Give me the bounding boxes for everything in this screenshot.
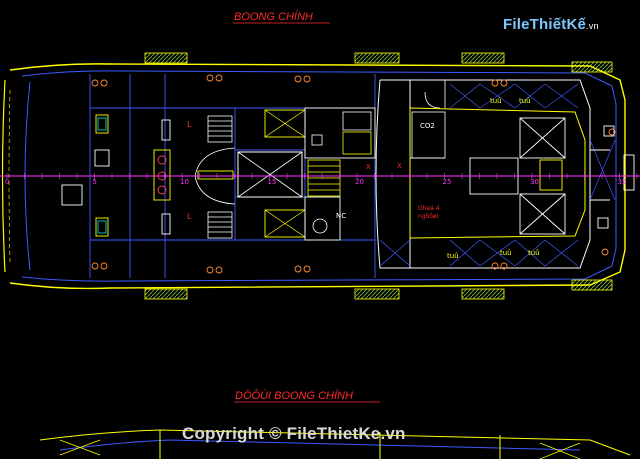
frame-label-20: 20 — [355, 178, 364, 186]
watermark-logo-suffix: .vn — [586, 21, 599, 31]
copyright-watermark: Copyright © FileThietKe.vn — [182, 424, 406, 443]
deck-fittings-bottom — [144, 279, 613, 300]
aft-bracing — [379, 83, 616, 267]
marker-l-top: L — [187, 120, 192, 129]
frame-label-35: 35 — [618, 178, 627, 186]
frame-label-0: 0 — [5, 178, 9, 186]
lower-deck-outline — [39, 429, 631, 459]
red-markers: L L X X — [187, 120, 402, 221]
central-rooms — [237, 107, 376, 241]
marker-l-bottom: L — [187, 212, 192, 221]
frame-label-25: 25 — [443, 178, 452, 186]
bollards — [91, 74, 616, 274]
frame-number-labels: 0 5 10 15 20 25 30 35 — [5, 178, 626, 186]
label-tu-1: tuû — [490, 97, 502, 105]
label-seats-line1: Gheá 4 — [418, 205, 440, 212]
aft-cabin — [375, 79, 591, 269]
label-seats-line2: ngöôøi — [418, 213, 439, 220]
marker-x-2: X — [397, 162, 402, 170]
forward-fittings — [61, 114, 234, 237]
stairs — [194, 115, 341, 239]
label-tu-2: tuû — [519, 97, 531, 105]
marker-x-1: X — [366, 163, 371, 171]
label-tu-5: tuû — [528, 249, 540, 257]
label-tu-4: tuû — [500, 249, 512, 257]
label-co2: CO2 — [420, 122, 435, 130]
watermark-logo: FileThiếtKế.vn — [503, 16, 599, 33]
deck-fittings-top — [144, 52, 613, 73]
frame-label-30: 30 — [530, 178, 539, 186]
title-main-deck: BOONG CHÍNH — [234, 10, 313, 23]
frame-label-5: 5 — [93, 178, 97, 186]
frame-label-10: 10 — [180, 178, 189, 186]
center-line — [0, 173, 640, 179]
frame-label-15: 15 — [268, 178, 277, 186]
label-tu-3: tuû — [447, 252, 459, 260]
room-labels: NC CO2 tuû tuû tuû tuû tuû Gheá 4 ngöôøi — [336, 97, 540, 260]
title-below-main-deck: DÖÔÙI BOONG CHÍNH — [235, 389, 353, 402]
watermark-logo-main: FileThiếtKế — [503, 16, 587, 33]
label-nc: NC — [336, 212, 346, 220]
